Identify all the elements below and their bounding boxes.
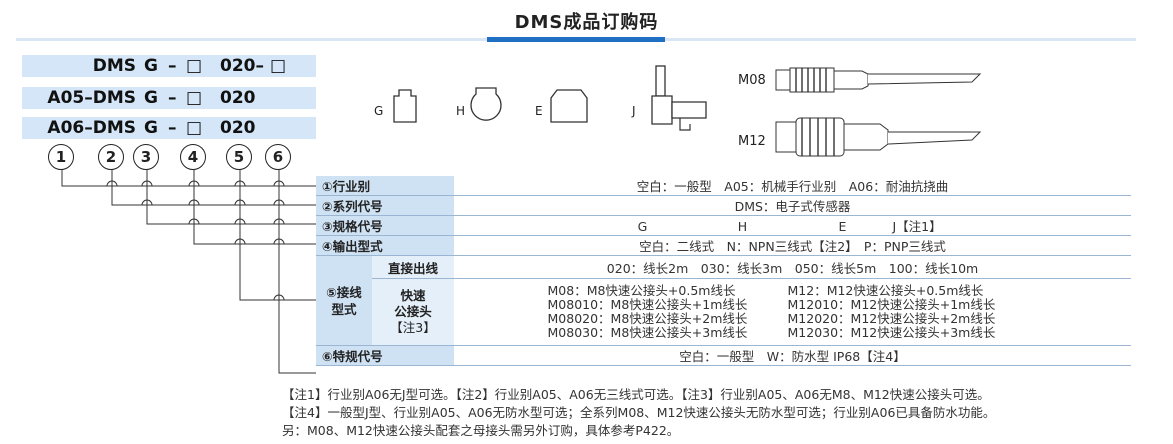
code-dash: – (168, 88, 177, 108)
row-name-output: ④输出型式 (316, 235, 454, 256)
row-value-output: 空白：二线式 N：NPN三线式【注2】 P：PNP三线式 (454, 235, 1131, 256)
code-prefix: DMS (92, 56, 136, 76)
circle-5: 5 (226, 144, 252, 170)
j-shape-icon (651, 65, 707, 131)
row-value-industry: 空白：一般型 A05：机械手行业别 A06：耐油抗挠曲 (454, 176, 1131, 196)
code-box-placeholder: □ (186, 88, 203, 108)
circle-2: 2 (98, 144, 124, 170)
code-g: G (144, 56, 158, 76)
code-num: 020 (220, 88, 256, 108)
row-name-series: ②系列代号 (316, 195, 454, 216)
table-row: ④输出型式 空白：二线式 N：NPN三线式【注2】 P：PNP三线式 (316, 235, 1131, 256)
notes: 【注1】行业别A06无J型可选。【注2】行业别A05、A06无三线式可选。【注3… (282, 386, 995, 440)
cable-label-m08: M08 (738, 73, 766, 88)
code-g: G (144, 88, 158, 108)
title-rule-accent (487, 37, 665, 42)
row-value-special: 空白：一般型 W：防水型 IP68【注4】 (454, 345, 1131, 366)
circle-1: 1 (48, 144, 74, 170)
m08-connector-icon (775, 67, 982, 93)
page-title: DMS成品订购码 (514, 12, 659, 33)
code-box-a05: A05–DMS G – □ 020 (22, 87, 316, 109)
circle-6: 6 (265, 144, 291, 170)
code-prefix: A05–DMS (47, 88, 136, 108)
m12-connector-icon (775, 117, 982, 157)
note-line: 【注4】一般型J型、行业别A05、A06无防水型可选；全系列M08、M12快速公… (282, 405, 996, 420)
code-box-placeholder: □ (186, 56, 203, 76)
code-g: G (144, 118, 158, 138)
row-name-special: ⑥特规代号 (316, 345, 454, 366)
row-name-spec: ③规格代号 (316, 215, 454, 236)
icon-label-j: J (632, 104, 636, 118)
table-row: ②系列代号 DMS：电子式传感器 (316, 195, 1131, 216)
spec-table: ①行业别 空白：一般型 A05：机械手行业别 A06：耐油抗挠曲 ②系列代号 D… (316, 176, 1131, 366)
code-dash: – (168, 118, 177, 138)
g-shape-icon (393, 89, 417, 123)
row-value-direct: 020：线长2m 030：线长3m 050：线长5m 100：线长10m (454, 255, 1131, 279)
table-row: ⑥特规代号 空白：一般型 W：防水型 IP68【注4】 (316, 345, 1131, 366)
row-sub-direct: 直接出线 (372, 255, 454, 279)
row-value-series: DMS：电子式传感器 (454, 195, 1131, 216)
row-sub-quick: 快速 公接头 【注3】 (372, 278, 454, 346)
e-shape-icon (550, 89, 588, 123)
code-dash: – (168, 56, 177, 76)
code-num: 020 (220, 118, 256, 138)
cable-label-m12: M12 (738, 134, 766, 149)
note-line: 另：M08、M12快速公接头配套之母接头需另外订购，具体参考P422。 (282, 423, 680, 438)
code-prefix: A06–DMS (47, 118, 136, 138)
code-box-a06: A06–DMS G – □ 020 (22, 117, 316, 139)
note-line: 【注1】行业别A06无J型可选。【注2】行业别A05、A06无三线式可选。【注3… (282, 387, 990, 402)
code-box-placeholder-2: □ (270, 56, 287, 76)
table-row: ①行业别 空白：一般型 A05：机械手行业别 A06：耐油抗挠曲 (316, 176, 1131, 196)
code-box-placeholder: □ (186, 118, 203, 138)
circle-4: 4 (180, 144, 206, 170)
h-shape-icon (470, 87, 502, 121)
row-name-industry: ①行业别 (316, 176, 454, 196)
code-num: 020– (220, 56, 264, 76)
icon-label-e: E (535, 104, 543, 118)
row-name-wiring: ⑤接线 型式 (316, 255, 372, 346)
icon-label-h: H (456, 104, 466, 118)
code-box-dms: DMS G – □ 020– □ (22, 55, 316, 77)
icon-label-g: G (374, 104, 384, 118)
table-row: ⑤接线 型式 直接出线 020：线长2m 030：线长3m 050：线长5m 1… (316, 255, 1131, 346)
circle-3: 3 (133, 144, 159, 170)
